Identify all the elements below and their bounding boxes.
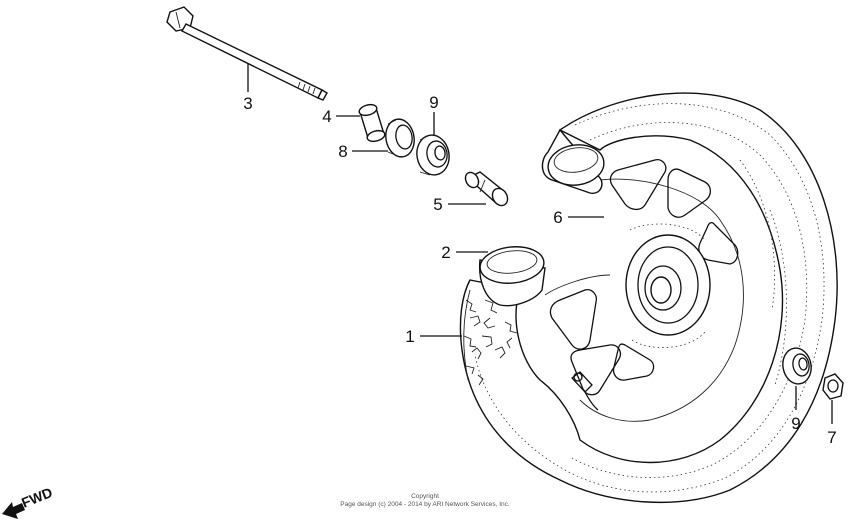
collar[interactable]	[358, 103, 386, 143]
callout-nut: 7	[827, 428, 836, 447]
spoke-window	[609, 159, 667, 211]
axle-nut[interactable]	[822, 373, 844, 400]
fwd-indicator: FWD	[2, 484, 55, 519]
spoke-window	[612, 343, 655, 381]
callout-bearing-right: 9	[791, 414, 800, 433]
copyright: Copyright Page design (c) 2004 - 2014 by…	[340, 493, 510, 508]
bearing-right[interactable]	[780, 346, 814, 386]
callout-labels: 3 4 8 9 5 6 2 1 9 7	[243, 93, 836, 447]
wheel[interactable]	[544, 159, 744, 422]
valve-stem	[571, 371, 593, 393]
spoke-window	[698, 221, 739, 265]
copyright-line1: Copyright	[411, 493, 439, 500]
oil-seal[interactable]	[383, 117, 417, 159]
inner-tube-end-upper[interactable]	[541, 128, 606, 194]
axle-bolt[interactable]	[166, 6, 328, 101]
callout-spacer: 5	[433, 195, 442, 214]
fwd-arrow-icon	[2, 502, 25, 519]
callout-bearing-left: 9	[429, 93, 438, 112]
leader-lines	[247, 64, 833, 424]
fwd-label: FWD	[19, 484, 55, 511]
callout-valve-stem: 2	[441, 243, 450, 262]
distance-spacer[interactable]	[463, 170, 511, 208]
callout-collar: 4	[322, 107, 331, 126]
bearing-left[interactable]	[414, 133, 452, 178]
inner-tube-end-lower[interactable]	[478, 244, 546, 307]
callout-seal: 8	[338, 142, 347, 161]
copyright-line2: Page design (c) 2004 - 2014 by ARI Netwo…	[340, 501, 510, 508]
callout-tire: 1	[405, 327, 414, 346]
spoke-window	[549, 289, 598, 350]
callout-bolt: 3	[243, 94, 252, 113]
callout-wheel: 6	[553, 208, 562, 227]
spoke-window	[667, 168, 712, 218]
